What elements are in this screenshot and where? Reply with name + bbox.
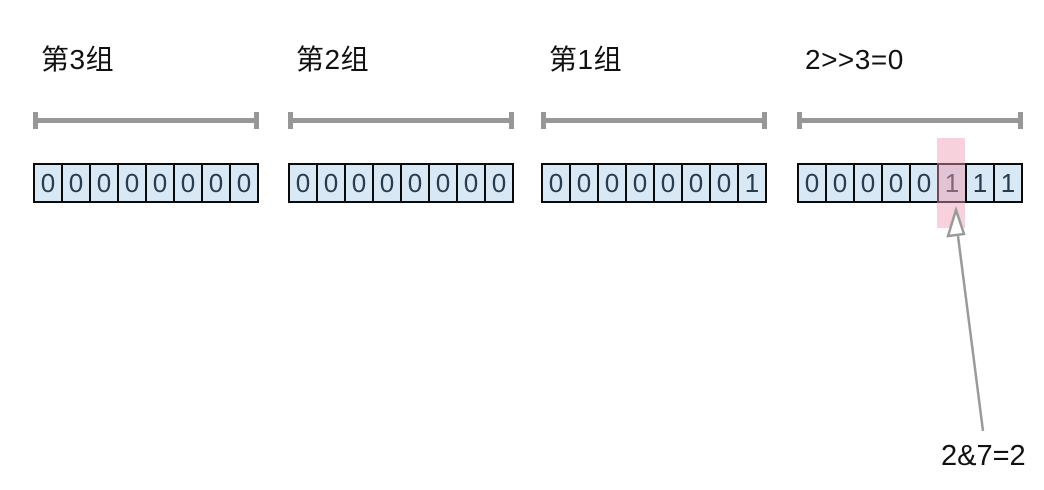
bit-cell: 0 [117,163,147,203]
bit-row: 0 0 0 0 0 0 0 0 [33,163,259,203]
bit-cell: 0 [33,163,63,203]
bit-cell: 0 [797,163,827,203]
group-label: 第1组 [549,44,623,75]
bit-group-2: 第2组 0 0 0 0 0 0 0 0 [288,0,514,210]
bit-group-shift-result: 2>>3=0 0 0 0 0 0 1 1 1 [797,0,1023,210]
annotation-label: 2&7=2 [941,440,1026,472]
bit-group-1: 第1组 0 0 0 0 0 0 0 1 [541,0,767,210]
bit-cell: 0 [853,163,883,203]
group-label: 第2组 [296,44,370,75]
bit-cell: 1 [737,163,767,203]
bit-cell: 0 [288,163,318,203]
span-bracket [288,112,514,129]
bracket-right-cap-icon [254,112,259,129]
bit-group-3: 第3组 0 0 0 0 0 0 0 0 [33,0,259,210]
bit-cell-highlighted: 1 [937,163,967,203]
bit-cell: 0 [201,163,231,203]
bit-cell: 1 [965,163,995,203]
bracket-right-cap-icon [509,112,514,129]
bit-cell: 0 [825,163,855,203]
bit-cell: 0 [881,163,911,203]
bracket-right-cap-icon [1018,112,1023,129]
bracket-bar [290,118,512,123]
bit-cell: 0 [681,163,711,203]
bracket-bar [543,118,765,123]
group-label: 第3组 [41,44,115,75]
bit-cell: 0 [569,163,599,203]
bit-cell: 0 [400,163,430,203]
bit-cell: 0 [428,163,458,203]
bit-cell: 0 [145,163,175,203]
bit-row: 0 0 0 0 0 1 1 1 [797,163,1023,203]
bracket-right-cap-icon [762,112,767,129]
span-bracket [541,112,767,129]
group-label: 2>>3=0 [805,44,904,75]
bit-cell: 0 [61,163,91,203]
bit-cell: 0 [597,163,627,203]
bit-cell: 0 [909,163,939,203]
bit-cell: 0 [456,163,486,203]
bracket-bar [799,118,1021,123]
bit-row: 0 0 0 0 0 0 0 0 [288,163,514,203]
bracket-bar [35,118,257,123]
span-bracket [33,112,259,129]
span-bracket [797,112,1023,129]
bit-cell: 0 [316,163,346,203]
bit-cell: 0 [89,163,119,203]
bit-cell: 1 [993,163,1023,203]
bit-cell: 0 [173,163,203,203]
bit-cell: 0 [484,163,514,203]
bit-cell: 0 [541,163,571,203]
bit-cell: 0 [372,163,402,203]
bit-cell: 0 [709,163,739,203]
bit-cell: 0 [653,163,683,203]
bit-row: 0 0 0 0 0 0 0 1 [541,163,767,203]
bit-cell: 0 [344,163,374,203]
bit-cell: 0 [625,163,655,203]
bit-cell: 0 [229,163,259,203]
